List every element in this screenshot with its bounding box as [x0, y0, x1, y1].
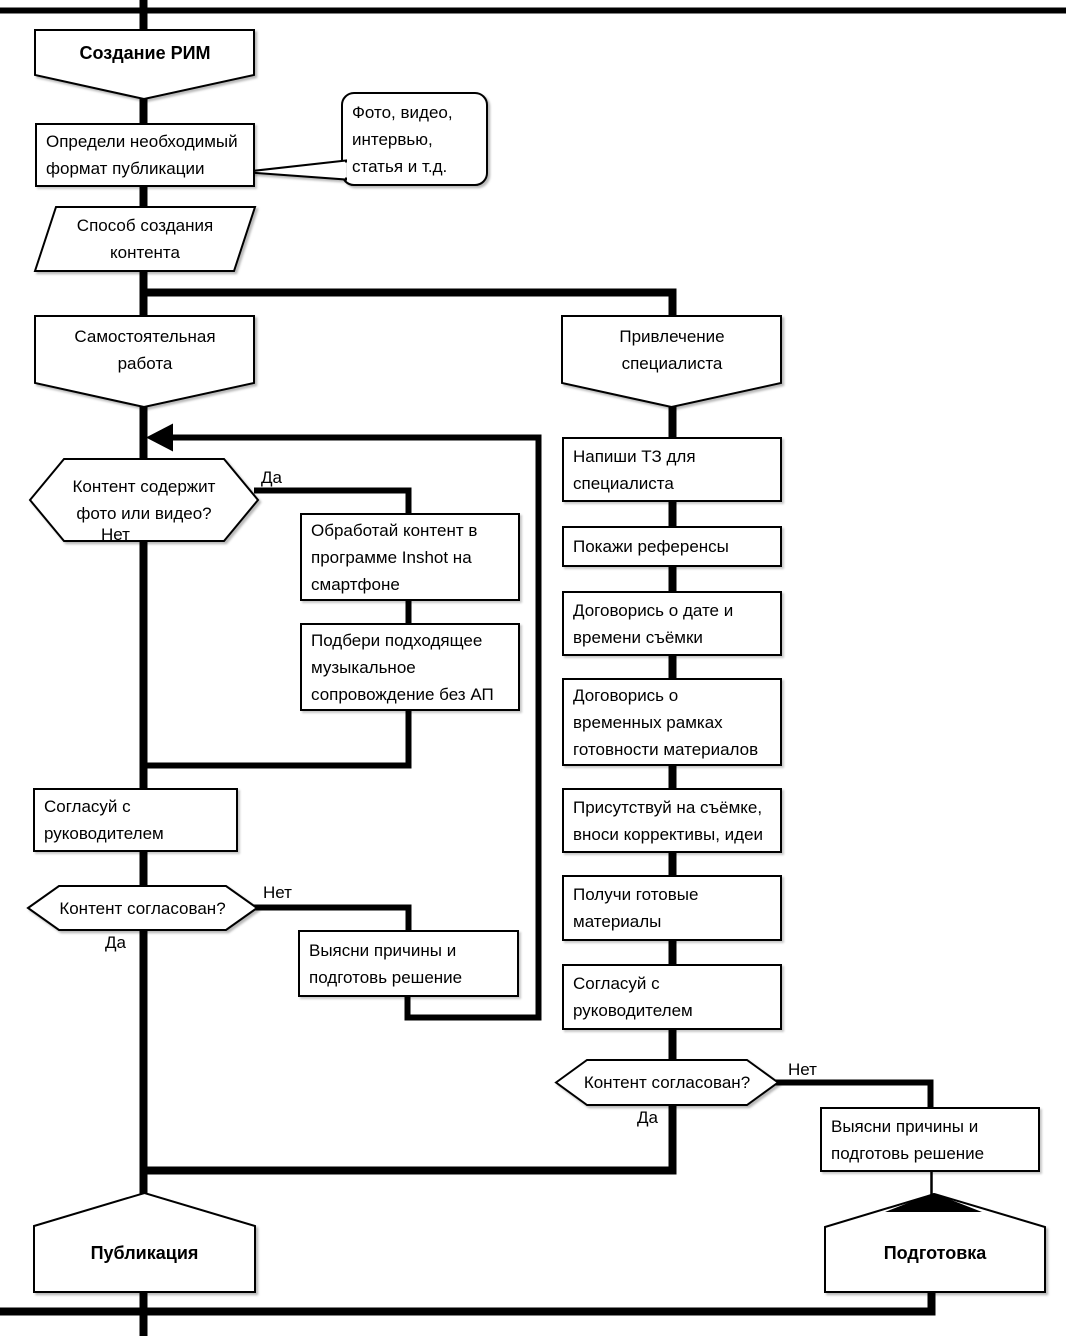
connector-lines-thick: [0, 0, 936, 1336]
node-agree-date: Договорись о дате и времени съёмки: [562, 591, 782, 656]
format-note-callout-shape: [341, 92, 488, 186]
edge-approvedleft-no: [253, 904, 412, 933]
loop-merge-arrowhead-icon: [146, 423, 173, 452]
edge-label-approved-left-yes: Да: [105, 933, 126, 952]
edge-approvedright-no: [774, 1079, 934, 1110]
node-agree-deadlines: Договорись о временных рамках готовности…: [562, 678, 782, 766]
node-get-materials: Получи готовые материалы: [562, 875, 782, 941]
publish-terminal-shape: [33, 1191, 256, 1293]
has-media-decision-shape: [28, 458, 260, 542]
method-parallelogram-shape: [33, 206, 257, 272]
node-reasons-right: Выясни причины и подготовь решение: [820, 1107, 1040, 1172]
edge-label-approved-right-yes: Да: [637, 1108, 658, 1127]
edge-label-approved-right-no: Нет: [788, 1060, 817, 1079]
approved-left-decision-shape: [26, 885, 259, 931]
preparation-arrowhead-icon: [885, 1193, 982, 1212]
connector-lines-branch: [143, 434, 934, 1110]
edge-label-approved-left-no: Нет: [263, 883, 292, 902]
hire-specialist-banner-shape: [561, 315, 782, 409]
node-attend-shoot: Присутствуй на съёмке, вноси коррективы,…: [562, 788, 782, 853]
node-reasons-left: Выясни причины и подготовь решение: [298, 930, 519, 997]
node-show-references: Покажи референсы: [562, 526, 782, 567]
format-note-callout-tail: [242, 159, 347, 181]
node-format: Определи необходимый формат публикации: [35, 123, 255, 187]
edge-approvedright-yes-merge: [143, 1103, 677, 1175]
edge-preparation-exit: [0, 1290, 936, 1316]
node-edit-inshot: Обработай контент в программе Inshot на …: [300, 513, 520, 601]
self-work-banner-shape: [34, 315, 255, 409]
edge-label-has-media-yes: Да: [261, 468, 282, 487]
node-shapes: [26, 29, 1046, 1293]
node-write-brief: Напиши ТЗ для специалиста: [562, 437, 782, 502]
edge-label-has-media-no: Нет: [101, 525, 130, 544]
preparation-terminal-shape: [824, 1192, 1046, 1293]
edge-music-return: [143, 709, 412, 769]
approved-right-decision-shape: [554, 1059, 780, 1106]
node-approve-right: Согласуй с руководителем: [562, 964, 782, 1030]
node-approve-left: Согласуй с руководителем: [33, 788, 238, 852]
node-pick-music: Подбери подходящее музыкальное сопровожд…: [300, 623, 520, 711]
edge-reasons-loop-back: [168, 434, 542, 1021]
edge-hasmedia-yes: [254, 487, 412, 516]
edge-method-to-specialist: [139, 288, 677, 318]
start-banner-shape: [34, 29, 255, 101]
